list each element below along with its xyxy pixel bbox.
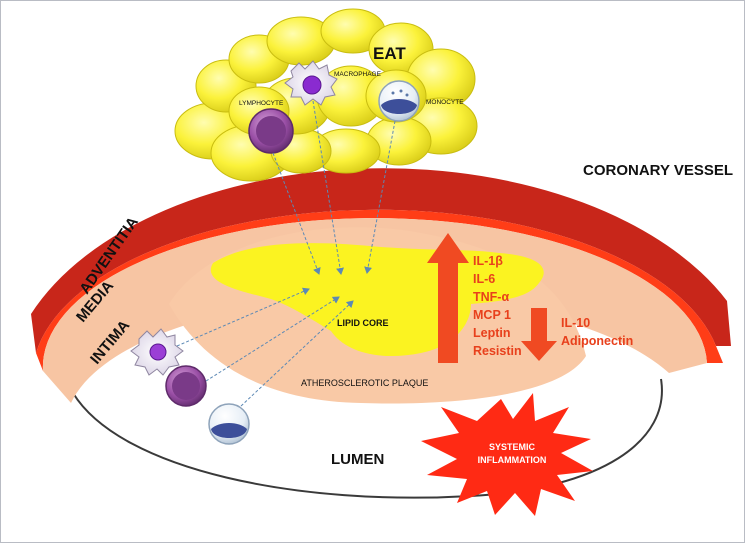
macrophage-cell bbox=[284, 60, 338, 106]
eat-label: EAT bbox=[373, 44, 406, 63]
upregulated-cytokine-list: IL-1β IL-6 TNF-α MCP 1 Leptin Resistin bbox=[473, 254, 522, 358]
lumen-label: LUMEN bbox=[331, 451, 384, 468]
inflammation-label: INFLAMMATION bbox=[478, 455, 547, 465]
lumen-macrophage-cell bbox=[130, 328, 184, 376]
lumen-lymphocyte-cell bbox=[165, 365, 207, 407]
cytokine-up-item: Resistin bbox=[473, 344, 522, 358]
lymphocyte-cell bbox=[248, 108, 294, 154]
systemic-label: SYSTEMIC bbox=[489, 442, 536, 452]
adventitia-layer bbox=[31, 168, 731, 353]
cytokine-up-item: IL-6 bbox=[473, 272, 495, 286]
systemic-inflammation-burst bbox=[421, 393, 593, 516]
cytokine-up-item: Leptin bbox=[473, 326, 511, 340]
cytokine-down-item: IL-10 bbox=[561, 316, 590, 330]
monocyte-label: MONOCYTE bbox=[426, 99, 464, 106]
lumen-outline bbox=[72, 378, 663, 499]
increase-arrow bbox=[427, 233, 469, 363]
plaque-label: ATHEROSCLEROTIC PLAQUE bbox=[301, 378, 428, 388]
coronary-vessel-label: CORONARY VESSEL bbox=[583, 162, 733, 179]
lumen-monocyte-cell bbox=[208, 403, 250, 445]
cytokine-up-item: MCP 1 bbox=[473, 308, 511, 322]
intima-layer bbox=[42, 218, 707, 403]
migration-arrows bbox=[176, 100, 396, 407]
lymphocyte-label: LYMPHOCYTE bbox=[239, 100, 284, 107]
cytokine-down-item: Adiponectin bbox=[561, 334, 633, 348]
lipid-core bbox=[210, 243, 544, 357]
cytokine-up-item: IL-1β bbox=[473, 254, 503, 268]
downregulated-cytokine-list: IL-10 Adiponectin bbox=[561, 316, 633, 348]
decrease-arrow bbox=[521, 308, 557, 361]
cytokine-up-item: TNF-α bbox=[473, 290, 509, 304]
monocyte-cell bbox=[378, 80, 420, 122]
lipid-core-label: LIPID CORE bbox=[337, 318, 389, 328]
macrophage-label: MACROPHAGE bbox=[334, 71, 382, 78]
